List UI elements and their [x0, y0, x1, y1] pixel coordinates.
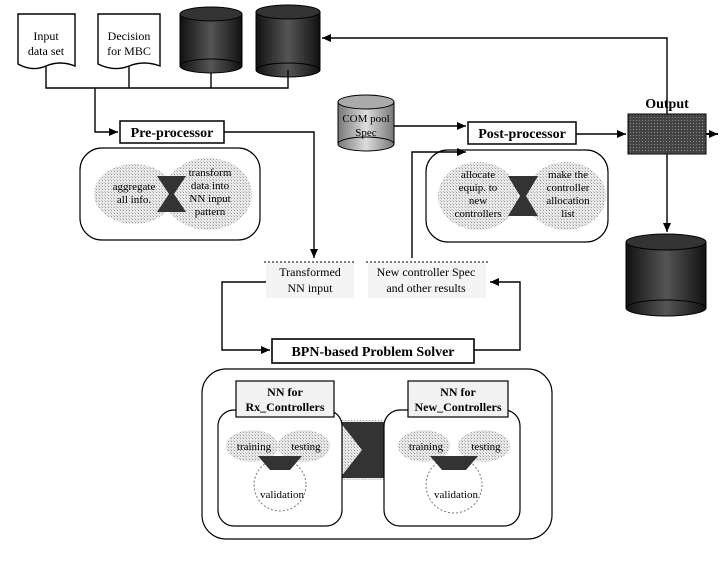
pre-to-transformed-arrow [224, 131, 318, 258]
pre-processor-detail-panel: aggregate all info. transform data into … [79, 147, 261, 241]
com-pool-spec-cylinder: COM pool Spec [337, 94, 395, 152]
pre-right-text-1: transform [189, 167, 232, 179]
new-spec-label-1: New controller Spec [377, 265, 476, 279]
pre-right-text-2: data into [191, 180, 230, 192]
transformed-label-1: Transformed [279, 265, 341, 279]
nn-new-testing-label: testing [471, 441, 501, 453]
nn-new-testing-blob [458, 430, 510, 462]
input-data-set-label-1: Input [33, 29, 59, 43]
nn-new-title-box [407, 380, 509, 418]
nn-rx-training-label: training [237, 441, 272, 453]
pre-aggregate-blob [94, 164, 174, 224]
nn-rx-testing-label: testing [291, 441, 321, 453]
output-box [627, 113, 707, 155]
decision-for-mbc-doc: Decision for MBC [97, 13, 161, 70]
post-right-text-4: list [561, 208, 574, 220]
nn-rx-controllers-panel: NN for Rx_Controllers training testing v… [217, 380, 343, 527]
post-right-text-3: allocation [546, 195, 590, 207]
post-left-text-1: allocate [461, 169, 495, 181]
pre-processor-title: Pre-processor [131, 126, 214, 141]
new-spec-label-2: and other results [386, 281, 466, 295]
post-hourglass-shape [508, 176, 538, 216]
post-processor-detail-panel: allocate equip. to new controllers make … [425, 149, 609, 243]
output-to-database-arrow [322, 34, 668, 114]
transformed-nn-input-label: Transformed NN input [264, 261, 356, 298]
post-processor-box [467, 121, 577, 145]
nn-rx-title-1: NN for [267, 385, 303, 399]
post-left-text-3: new [469, 195, 487, 207]
nn-new-training-blob [398, 430, 450, 462]
nn-rx-hourglass [258, 456, 302, 470]
nn-new-validation-circle [425, 456, 483, 514]
nn-new-hourglass [430, 456, 478, 470]
post-left-text-2: equip. to [459, 182, 498, 194]
input-data-set-label-2: data set [28, 44, 65, 58]
nn-rx-training-blob [226, 430, 278, 462]
nn-new-title-1: NN for [440, 385, 476, 399]
pre-right-text-3: NN input [189, 193, 230, 205]
output-database-cylinder [625, 233, 707, 317]
nn-new-controllers-panel: NN for New_Controllers training testing … [383, 380, 521, 527]
pre-left-text-2: all info. [117, 194, 151, 206]
database-right-cylinder [255, 4, 321, 78]
com-pool-label-2: Spec [355, 127, 377, 139]
nn-new-title-2: New_Controllers [414, 400, 501, 414]
nn-rx-testing-blob [278, 430, 330, 462]
post-left-text-4: controllers [454, 208, 501, 220]
input-connectors [45, 66, 289, 136]
pre-hourglass-shape [157, 176, 186, 212]
solver-box [271, 338, 475, 364]
post-right-text-1: make the [548, 169, 588, 181]
nn-new-training-label: training [409, 441, 444, 453]
pre-left-text-1: aggregate [113, 181, 156, 193]
nn-rx-validation-label: validation [260, 489, 304, 501]
spec-to-post-arrow [411, 148, 466, 258]
decision-for-mbc-label-1: Decision [108, 29, 151, 43]
input-data-set-doc: Input data set [17, 13, 76, 70]
solver-title: BPN-based Problem Solver [291, 345, 454, 360]
post-allocate-blob [438, 162, 518, 230]
database-left-cylinder [179, 6, 243, 74]
decision-for-mbc-label-2: for MBC [107, 44, 151, 58]
nn-rx-title-2: Rx_Controllers [245, 400, 324, 414]
post-processor-title: Post-processor [478, 127, 566, 142]
post-right-text-2: controller [547, 182, 590, 194]
transformed-label-2: NN input [288, 281, 334, 295]
nn-rx-title-box [235, 380, 335, 418]
nn-new-validation-label: validation [434, 489, 478, 501]
pre-right-text-4: pattern [195, 206, 226, 218]
post-list-blob [526, 162, 606, 230]
solver-to-spec-arrow [474, 278, 521, 351]
com-pool-label-1: COM pool [342, 113, 389, 125]
transformed-to-solver-arrow [221, 281, 270, 354]
new-controller-spec-label: New controller Spec and other results [366, 261, 488, 298]
